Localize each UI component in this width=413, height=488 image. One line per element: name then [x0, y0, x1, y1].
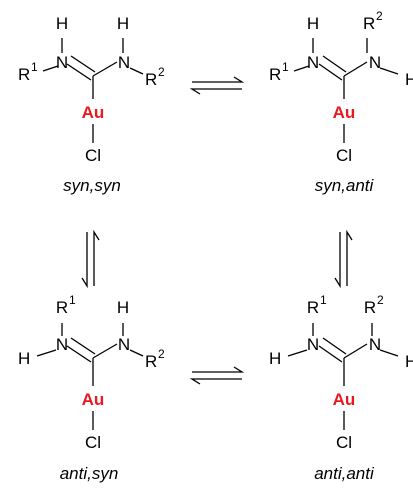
nitrogen-atom: N	[118, 335, 130, 354]
r1-superscript: 1	[69, 293, 76, 307]
hydrogen-atom: H	[307, 14, 319, 33]
equilibrium-arrow-left	[81, 229, 100, 289]
hydrogen-atom: H	[56, 14, 68, 33]
gold-atom: Au	[333, 390, 356, 409]
hydrogen-atom: H	[117, 298, 129, 317]
nitrogen-atom: N	[307, 53, 319, 72]
nitrogen-atom: N	[369, 335, 381, 354]
chlorine-atom: Cl	[336, 146, 352, 165]
equilibrium-arrow-top	[189, 76, 245, 95]
r1-group: R	[307, 298, 319, 317]
structure-syn-anti: H H N N R 1 R 2 Au Cl syn,anti	[269, 9, 413, 195]
r1-group: R	[18, 65, 30, 84]
r2-superscript: 2	[377, 293, 384, 307]
caption-syn-anti: syn,anti	[315, 176, 375, 195]
equilibrium-arrow-bottom	[189, 366, 245, 385]
structure-anti-syn: R 1 H N N H R 2 Au Cl anti,syn	[18, 293, 165, 483]
caption-anti-syn: anti,syn	[60, 464, 119, 483]
equilibrium-arrow-right	[334, 229, 353, 289]
r2-superscript: 2	[376, 9, 383, 23]
r2-superscript: 2	[158, 347, 165, 361]
gold-atom: Au	[82, 103, 105, 122]
nitrogen-atom: N	[56, 335, 68, 354]
r1-group: R	[269, 65, 281, 84]
nitrogen-atom: N	[307, 335, 319, 354]
hydrogen-atom: H	[117, 14, 129, 33]
r1-group: R	[56, 298, 68, 317]
r1-superscript: 1	[320, 293, 327, 307]
r1-superscript: 1	[282, 60, 289, 74]
nitrogen-atom: N	[369, 53, 381, 72]
r2-group: R	[145, 352, 157, 371]
chlorine-atom: Cl	[85, 433, 101, 452]
caption-syn-syn: syn,syn	[63, 176, 121, 195]
hydrogen-atom: H	[405, 352, 413, 371]
chlorine-atom: Cl	[336, 433, 352, 452]
nitrogen-atom: N	[56, 53, 68, 72]
hydrogen-atom: H	[269, 349, 281, 368]
caption-anti-anti: anti,anti	[314, 464, 375, 483]
r2-superscript: 2	[158, 65, 165, 79]
r1-superscript: 1	[31, 60, 38, 74]
gold-atom: Au	[333, 103, 356, 122]
structure-anti-anti: R 1 R 2 N N H H Au Cl anti,anti	[269, 293, 413, 483]
gold-atom: Au	[82, 390, 105, 409]
r2-group: R	[364, 298, 376, 317]
chlorine-atom: Cl	[85, 146, 101, 165]
r2-group: R	[145, 70, 157, 89]
nitrogen-atom: N	[118, 53, 130, 72]
hydrogen-atom: H	[18, 349, 30, 368]
structure-syn-syn: H H N N R 1 R 2 Au Cl syn,syn	[18, 14, 165, 195]
r2-group: R	[363, 14, 375, 33]
hydrogen-atom: H	[405, 70, 413, 89]
